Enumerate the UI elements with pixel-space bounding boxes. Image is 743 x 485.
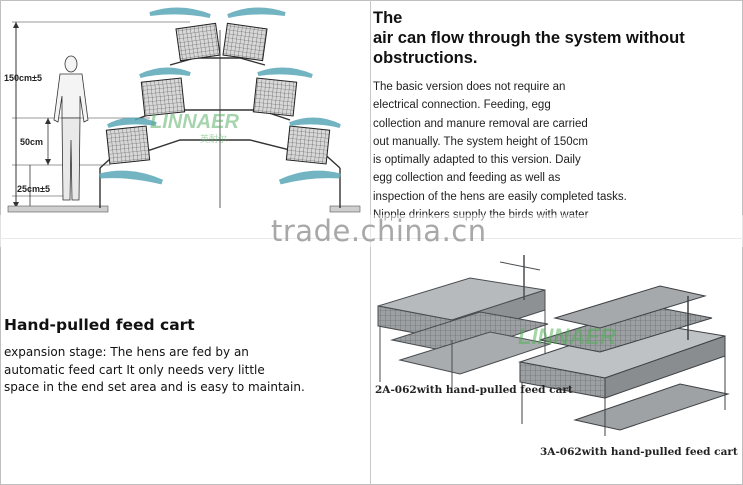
cart-title: Hand-pulled feed cart (4, 316, 195, 334)
caption-3a-062: 3A-062with hand-pulled feed cart (540, 446, 738, 458)
cart-line: automatic feed cart It only needs very l… (4, 362, 265, 377)
para-line: inspection of the hens are easily comple… (373, 190, 627, 203)
person-figure (53, 55, 89, 201)
cart-line: space in the end set area and is easy to… (4, 380, 305, 394)
linnaer-logo: LINNAER 英耐尔 (150, 111, 239, 145)
description-paragraph: The basic version does not require an el… (373, 78, 733, 224)
label-25cm: 25cm±5 (17, 184, 50, 194)
label-50cm: 50cm (20, 137, 44, 147)
para-line: The basic version does not require an (373, 81, 566, 93)
watermark-text: trade.china.cn (271, 214, 487, 248)
label-150cm: 150cm±5 (4, 73, 42, 83)
para-line: is optimally adapted to this version. Da… (373, 154, 581, 167)
para-line: out manually. The system height of 150cm (373, 135, 588, 148)
watermark-band (0, 215, 743, 247)
heading-line1: The (373, 9, 403, 27)
caption-2a-062: 2A-062with hand-pulled feed cart (375, 384, 573, 396)
section-heading: The air can flow through the system with… (373, 8, 738, 68)
cart-description: expansion stage: The hens are fed by an … (4, 344, 364, 397)
cart-line: expansion stage: The hens are fed by an (4, 345, 249, 359)
para-line: electrical connection. Feeding, egg (373, 99, 551, 112)
para-line: collection and manure removal are carrie… (373, 117, 588, 130)
heading-line2: air can flow through the system without … (373, 29, 685, 67)
cage-system-diagram: LINNAER 英耐尔 (7, 7, 361, 213)
logo-text: LINNAER (150, 111, 239, 133)
para-line: egg collection and feeding as well as (373, 172, 561, 185)
logo-subtext: 英耐尔 (200, 133, 227, 145)
